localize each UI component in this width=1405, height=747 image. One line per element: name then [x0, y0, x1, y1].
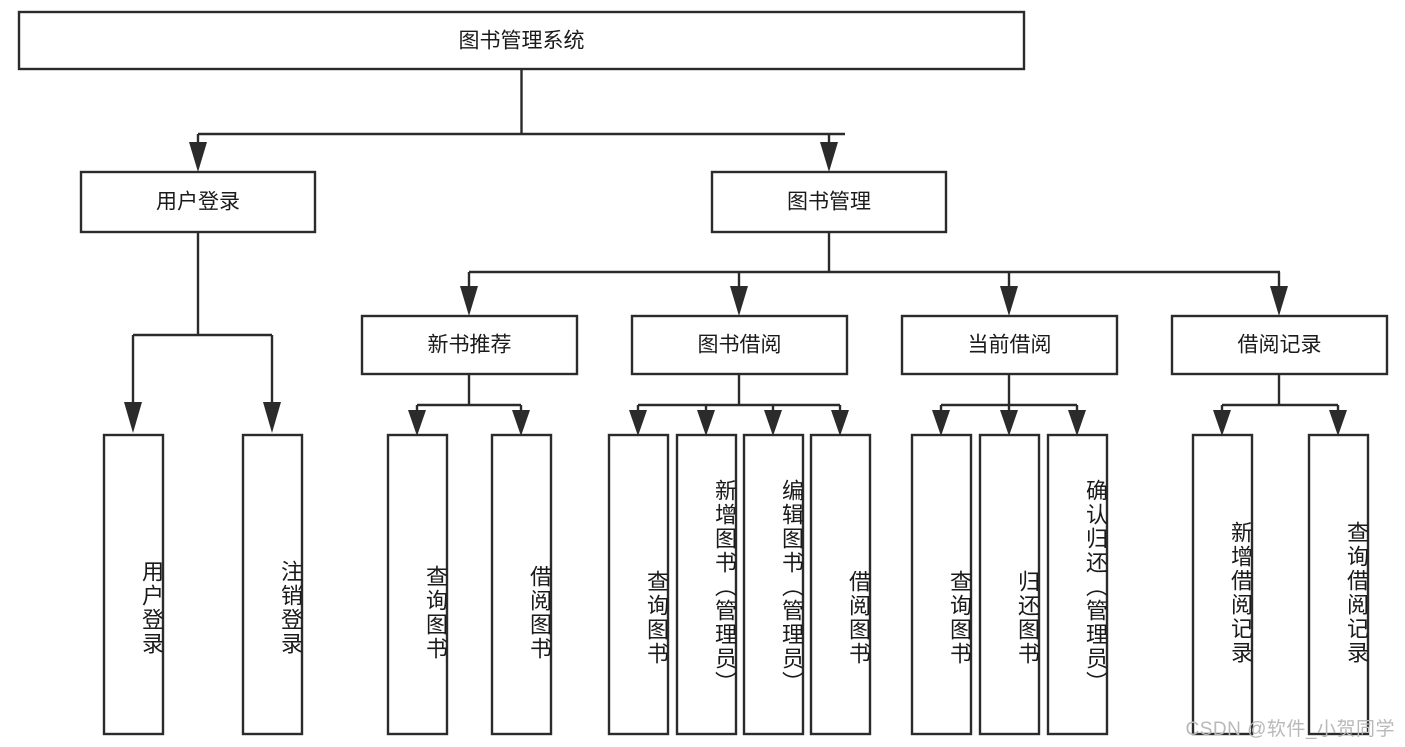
- node-leaf-query-record[interactable]: [1307, 433, 1370, 736]
- node-leaf-query-book-1[interactable]: [386, 433, 449, 736]
- node-borrow-record-label: 借阅记录: [1238, 334, 1322, 357]
- arrow-head-leaf-logout-login: [263, 402, 281, 433]
- connector-group-user-login: [124, 232, 281, 433]
- node-leaf-logout-login[interactable]: [241, 433, 304, 736]
- node-leaf-query-book-3[interactable]: [910, 433, 973, 736]
- connector-group-current-borrow: [932, 374, 1086, 436]
- arrow-head-leaf-query-record: [1329, 410, 1347, 436]
- node-new-book-rec-label: 新书推荐: [428, 334, 512, 357]
- node-current-borrow[interactable]: [900, 314, 1119, 376]
- node-leaf-confirm-return[interactable]: [1046, 433, 1109, 736]
- arrow-head-user-login: [189, 142, 207, 172]
- connector-group-book-manage: [460, 232, 1288, 316]
- node-leaf-return-book[interactable]: [978, 433, 1041, 736]
- connector-group-borrow-record: [1213, 374, 1347, 436]
- watermark: CSDN @软件_小贺同学: [1185, 719, 1395, 740]
- node-root[interactable]: [17, 10, 1026, 71]
- node-user-login-label: 用户登录: [156, 191, 240, 214]
- arrow-head-leaf-add-book: [697, 410, 715, 436]
- node-leaf-query-book-2[interactable]: [607, 433, 670, 736]
- arrow-head-leaf-query-book-3: [932, 410, 950, 436]
- arrow-head-book-manage: [820, 142, 838, 172]
- connector-group-root: [189, 69, 845, 172]
- arrow-head-leaf-confirm-return: [1068, 410, 1086, 436]
- node-leaf-borrow-book-2[interactable]: [809, 433, 872, 736]
- node-leaf-user-login[interactable]: [102, 433, 165, 736]
- arrow-head-leaf-return-book: [1000, 410, 1018, 436]
- node-root-label: 图书管理系统: [459, 30, 585, 53]
- node-leaf-add-book[interactable]: [675, 433, 738, 736]
- arrow-head-leaf-add-record: [1213, 410, 1231, 436]
- node-new-book-rec[interactable]: [360, 314, 579, 376]
- arrow-head-book-borrow: [730, 286, 748, 316]
- arrow-head-leaf-borrow-book-2: [831, 410, 849, 436]
- arrow-head-leaf-user-login: [124, 402, 142, 433]
- node-book-borrow[interactable]: [630, 314, 849, 376]
- connector-group-new-book-rec: [408, 374, 530, 436]
- arrow-head-current-borrow: [1000, 286, 1018, 316]
- arrow-head-new-book-rec: [460, 286, 478, 316]
- arrow-head-borrow-record: [1270, 286, 1288, 316]
- arrow-head-leaf-borrow-book-1: [512, 410, 530, 436]
- node-current-borrow-label: 当前借阅: [968, 334, 1052, 357]
- node-book-manage-label: 图书管理: [787, 191, 871, 214]
- arrow-head-leaf-query-book-2: [629, 410, 647, 436]
- node-leaf-borrow-book-1[interactable]: [490, 433, 553, 736]
- arrow-head-leaf-query-book-1: [408, 410, 426, 436]
- connector-group-book-borrow: [629, 374, 849, 436]
- arrow-head-leaf-edit-book: [764, 410, 782, 436]
- node-borrow-record[interactable]: [1170, 314, 1389, 376]
- node-leaf-add-record[interactable]: [1191, 433, 1254, 736]
- node-book-manage[interactable]: [710, 170, 948, 234]
- node-user-login[interactable]: [79, 170, 317, 234]
- node-leaf-edit-book[interactable]: [742, 433, 805, 736]
- node-book-borrow-label: 图书借阅: [698, 334, 782, 357]
